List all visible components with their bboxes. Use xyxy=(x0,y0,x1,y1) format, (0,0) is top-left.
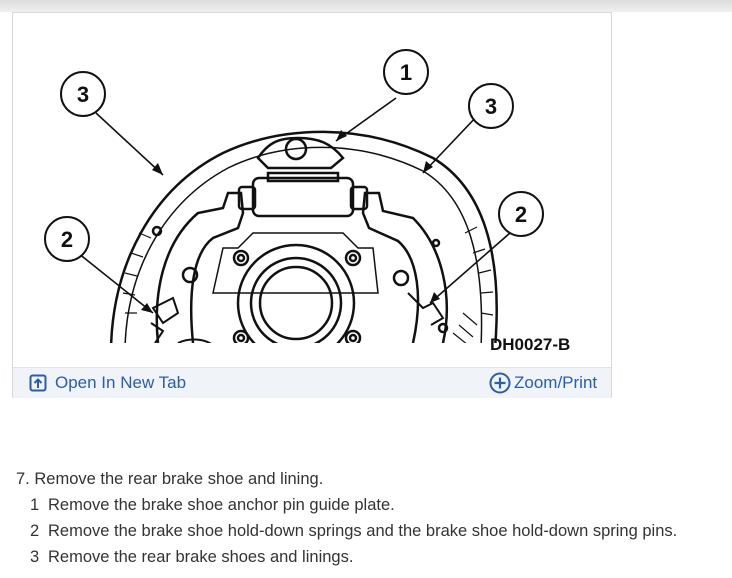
callout-3-left xyxy=(60,71,106,117)
list-item: 2 Remove the brake shoe hold-down spring… xyxy=(30,518,726,544)
substep-text: Remove the brake shoe hold-down springs … xyxy=(48,522,678,540)
substep-list: 1 Remove the brake shoe anchor pin guide… xyxy=(16,492,726,570)
step-7: 7. Remove the rear brake shoe and lining… xyxy=(16,466,726,492)
brake-shoe-right xyxy=(361,191,448,343)
callout-3-right xyxy=(468,83,514,129)
wheel-cylinder xyxy=(251,176,355,218)
hold-down-spring-right xyxy=(407,292,445,326)
list-item: 1 Remove the brake shoe anchor pin guide… xyxy=(30,492,726,518)
substep-number: 2 xyxy=(30,522,40,540)
open-in-new-tab-link[interactable]: Open In New Tab xyxy=(27,372,186,394)
brake-illustration: 1 2 3 2 3 xyxy=(44,49,544,343)
figure-code: DH0027-B xyxy=(490,335,571,354)
open-in-new-tab-label: Open In New Tab xyxy=(55,373,187,392)
substep-number: 3 xyxy=(30,548,40,566)
substep-text: Remove the brake shoe anchor pin guide p… xyxy=(48,496,395,514)
open-in-new-tab-icon xyxy=(27,372,49,394)
backing-plate-outline xyxy=(110,130,498,343)
zoom-print-label: Zoom/Print xyxy=(514,373,598,392)
callout-3-left-label: 3 xyxy=(77,82,89,107)
axle-hub-outer xyxy=(236,243,356,343)
anchor-pin-guide-plate xyxy=(256,136,345,170)
step-number: 7. xyxy=(16,470,30,488)
callout-3-right-label: 3 xyxy=(485,94,497,119)
step-text: Remove the rear brake shoe and lining. xyxy=(34,470,324,488)
callout-2-right-label: 2 xyxy=(515,202,527,227)
figure-toolbar: Open In New Tab Zoom/Print xyxy=(13,367,611,398)
instruction-steps: 7. Remove the rear brake shoe and lining… xyxy=(16,466,726,570)
plus-circle-icon xyxy=(489,372,511,394)
callout-2-left-label: 2 xyxy=(61,227,73,252)
hold-down-spring-left xyxy=(150,296,180,343)
substep-number: 1 xyxy=(30,496,40,514)
brake-shoe-left xyxy=(155,191,245,343)
list-item: 3 Remove the rear brake shoes and lining… xyxy=(30,544,726,570)
page-top-bar xyxy=(0,0,732,12)
zoom-print-link[interactable]: Zoom/Print xyxy=(489,372,597,394)
callout-1 xyxy=(383,49,429,95)
brake-diagram[interactable]: 1 2 3 2 3 DH0027-B xyxy=(13,13,611,367)
callout-2-left xyxy=(44,216,90,262)
callout-1-label: 1 xyxy=(400,60,412,85)
callout-2-right xyxy=(498,191,544,237)
substep-text: Remove the rear brake shoes and linings. xyxy=(48,548,354,566)
figure-card: 1 2 3 2 3 DH0027-B Open In New Tab xyxy=(12,12,612,398)
